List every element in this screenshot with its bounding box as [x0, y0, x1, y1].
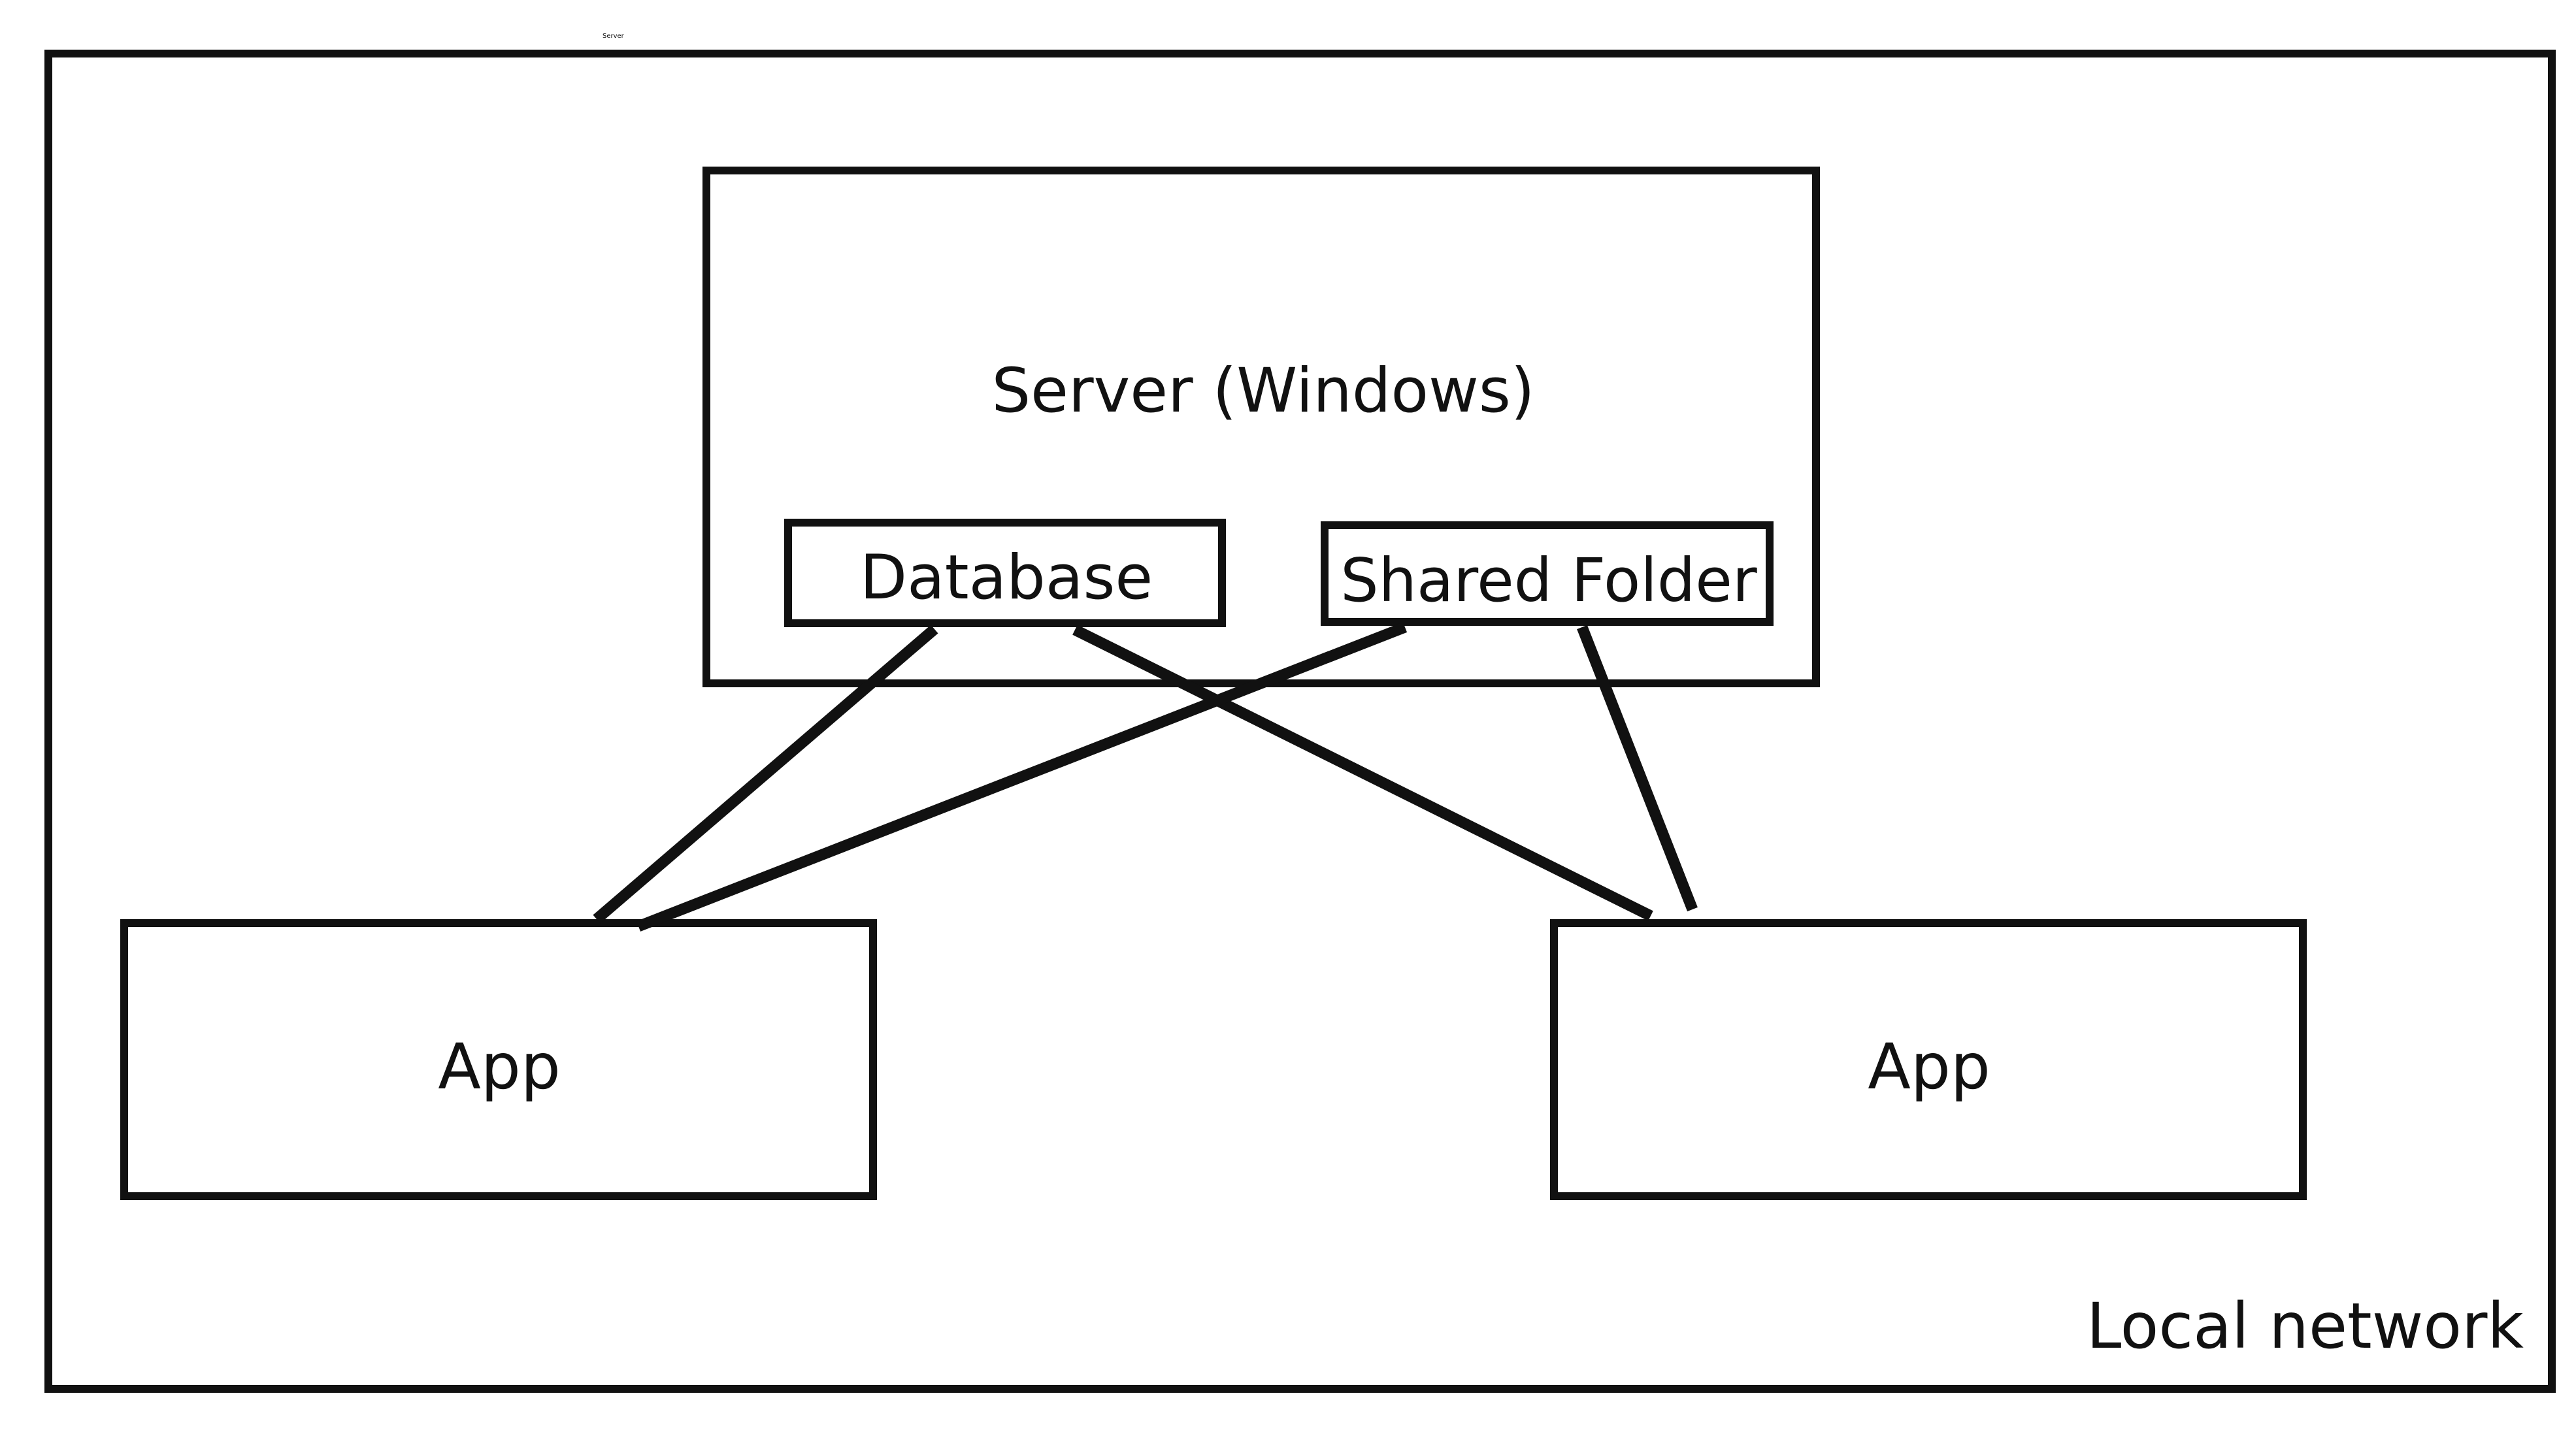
app-right-label: App — [1868, 1030, 1990, 1103]
shared-folder-box — [1321, 521, 1774, 626]
app-right-box — [1550, 919, 2307, 1200]
database-label: Database — [859, 542, 1153, 613]
app-left-label: App — [438, 1030, 561, 1103]
diagram-caption: Server — [603, 33, 624, 40]
local-network-label: Local network — [2086, 1290, 2524, 1363]
server-label: Server (Windows) — [991, 355, 1535, 427]
shared-folder-label: Shared Folder — [1340, 545, 1757, 615]
local-network-box — [44, 50, 2556, 1393]
